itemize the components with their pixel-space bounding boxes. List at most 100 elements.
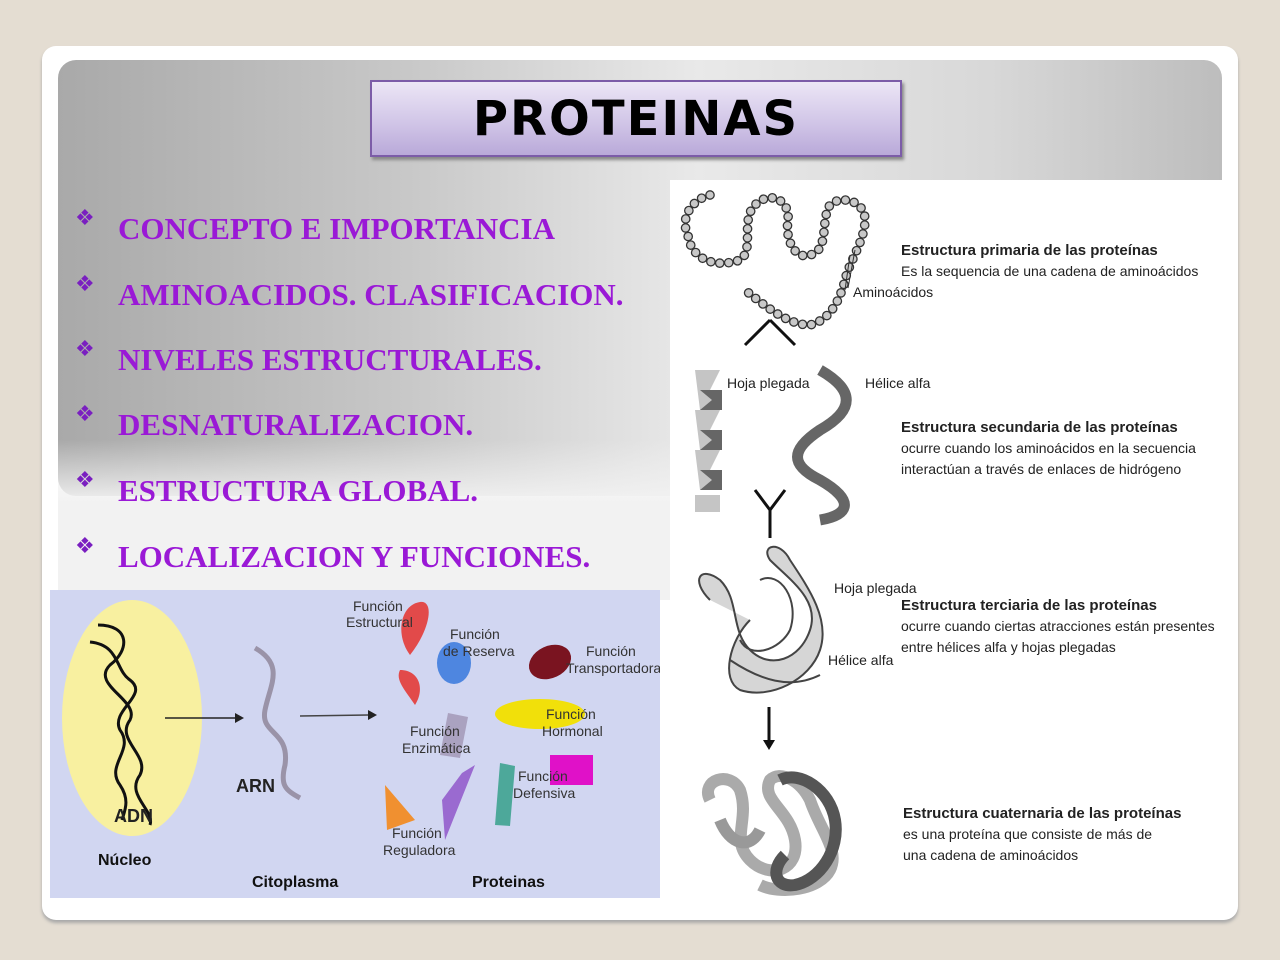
protein-functions-figure: ADN Núcleo ARN Citoplasma Proteinas Func… [50,590,661,898]
amino-acid-bead [849,197,859,208]
amino-acid-bead [859,211,870,221]
amino-acid-bead [797,250,808,261]
protein-structure-figure: Aminoácidos Estructura primaria de las p… [670,180,1230,910]
amino-acid-bead [840,195,851,205]
amino-acid-bead [696,193,707,204]
amino-acid-bead [732,255,743,266]
tertiary-structure-description: entre hélices alfa y hojas plegadas [901,639,1116,655]
function-label: Enzimática [402,740,471,756]
primary-structure-description: Es la sequencia de una cadena de aminoác… [901,263,1198,279]
function-label: Defensiva [513,785,575,801]
alpha-helix [792,365,852,526]
function-label: Función [392,825,442,841]
amino-acid-bead [824,201,835,211]
amino-acid-bead [745,206,756,217]
sheet-label: Hoja plegada [727,375,810,391]
cytoplasm-label: Citoplasma [252,874,338,891]
merge-arrow-icon [753,489,787,538]
quaternary-structure-title: Estructura cuaternaria de las proteínas [903,805,1181,822]
amino-acid-bead [797,319,808,330]
bullet-text: DESNATURALIZACION. [118,407,474,442]
function-label: Reguladora [383,842,456,858]
amino-acid-bead [742,233,753,243]
function-label: Función [546,706,596,722]
amino-acid-bead [817,236,828,247]
amino-acid-bead [690,247,701,258]
primary-structure-title: Estructura primaria de las proteínas [901,242,1158,259]
quaternary-structure-drawing [702,770,842,896]
amino-acids-label: Aminoácidos [853,284,933,300]
amino-acid-bead [751,199,761,209]
amino-acid-chain [680,190,870,330]
amino-acid-bead [765,304,776,314]
amino-acid-bead [782,220,793,231]
rna-label: ARN [236,776,275,796]
title-box: PROTEINAS [370,80,902,157]
bullet-text: LOCALIZACION Y FUNCIONES. [118,539,591,574]
amino-acid-bead [706,256,716,267]
slide-title: PROTEINAS [472,90,800,147]
function-label: Función [450,626,500,642]
amino-acid-bead [689,198,700,209]
amino-acid-bead [758,194,769,205]
helix-label: Hélice alfa [865,375,931,391]
bullet-text: AMINOACIDOS. CLASIFICACION. [118,277,624,312]
amino-acid-bead [772,309,783,319]
pleated-sheet [695,370,722,512]
bullet-text: ESTRUCTURA GLOBAL. [118,473,479,508]
amino-acid-bead [750,293,761,304]
proteins-label: Proteinas [472,874,545,891]
dna-label: ADN [114,806,153,826]
tertiary-structure-drawing [698,545,824,694]
amino-acid-bead [856,203,866,213]
amino-acid-bead [697,253,708,264]
slide-body-background [58,440,670,600]
amino-acid-bead [827,303,838,314]
quaternary-structure-description: es una proteína que consiste de más de [903,826,1152,842]
amino-acid-bead [855,237,865,248]
amino-acid-bead [739,250,750,261]
bullet-text: CONCEPTO E IMPORTANCIA [118,211,555,246]
amino-acid-bead [705,190,715,200]
secondary-structure-title: Estructura secundaria de las proteínas [901,419,1178,436]
dna-helix [89,623,152,826]
amino-acid-bead [821,209,832,220]
amino-acid-bead [680,214,691,224]
amino-acid-bead [785,238,796,249]
amino-acid-bead [859,220,870,230]
diamond-cluster-icon: ❖ [75,271,95,296]
function-label: Transportadora [566,660,660,676]
amino-acid-bead [680,223,691,233]
amino-acid-bead [758,299,768,309]
tertiary-structure-description: ocurre cuando ciertas atracciones están … [901,618,1215,634]
amino-acid-bead [814,316,825,326]
diamond-cluster-icon: ❖ [75,205,95,230]
arrow-icon [235,713,244,723]
protein-shapes [385,601,593,840]
amino-acid-bead [838,279,849,290]
amino-acid-bead [819,218,830,229]
amino-acid-bead [743,288,754,298]
amino-acid-bead [806,249,817,260]
amino-acid-bead [767,193,778,203]
amino-acid-bead [821,310,832,321]
amino-acid-bead [806,319,817,330]
amino-acid-bead [723,257,734,268]
amino-acid-bead [813,244,824,255]
amino-acid-bead [836,288,846,298]
arrow-icon [368,710,377,720]
function-label: Función [353,598,403,614]
diamond-cluster-icon: ❖ [75,401,95,426]
amino-acid-bead [683,231,694,242]
amino-acid-bead [742,224,753,234]
amino-acid-bead [685,240,696,250]
amino-acid-bead [790,246,801,256]
amino-acid-bead [783,229,793,240]
quaternary-structure-description: una cadena de aminoácidos [903,847,1078,863]
function-label: Función [518,768,568,784]
amino-acid-bead [743,215,754,225]
diamond-cluster-icon: ❖ [75,533,95,558]
diamond-cluster-icon: ❖ [75,467,95,492]
secondary-structure-description: interactúan a través de enlaces de hidró… [901,461,1181,477]
amino-acid-bead [789,317,799,327]
